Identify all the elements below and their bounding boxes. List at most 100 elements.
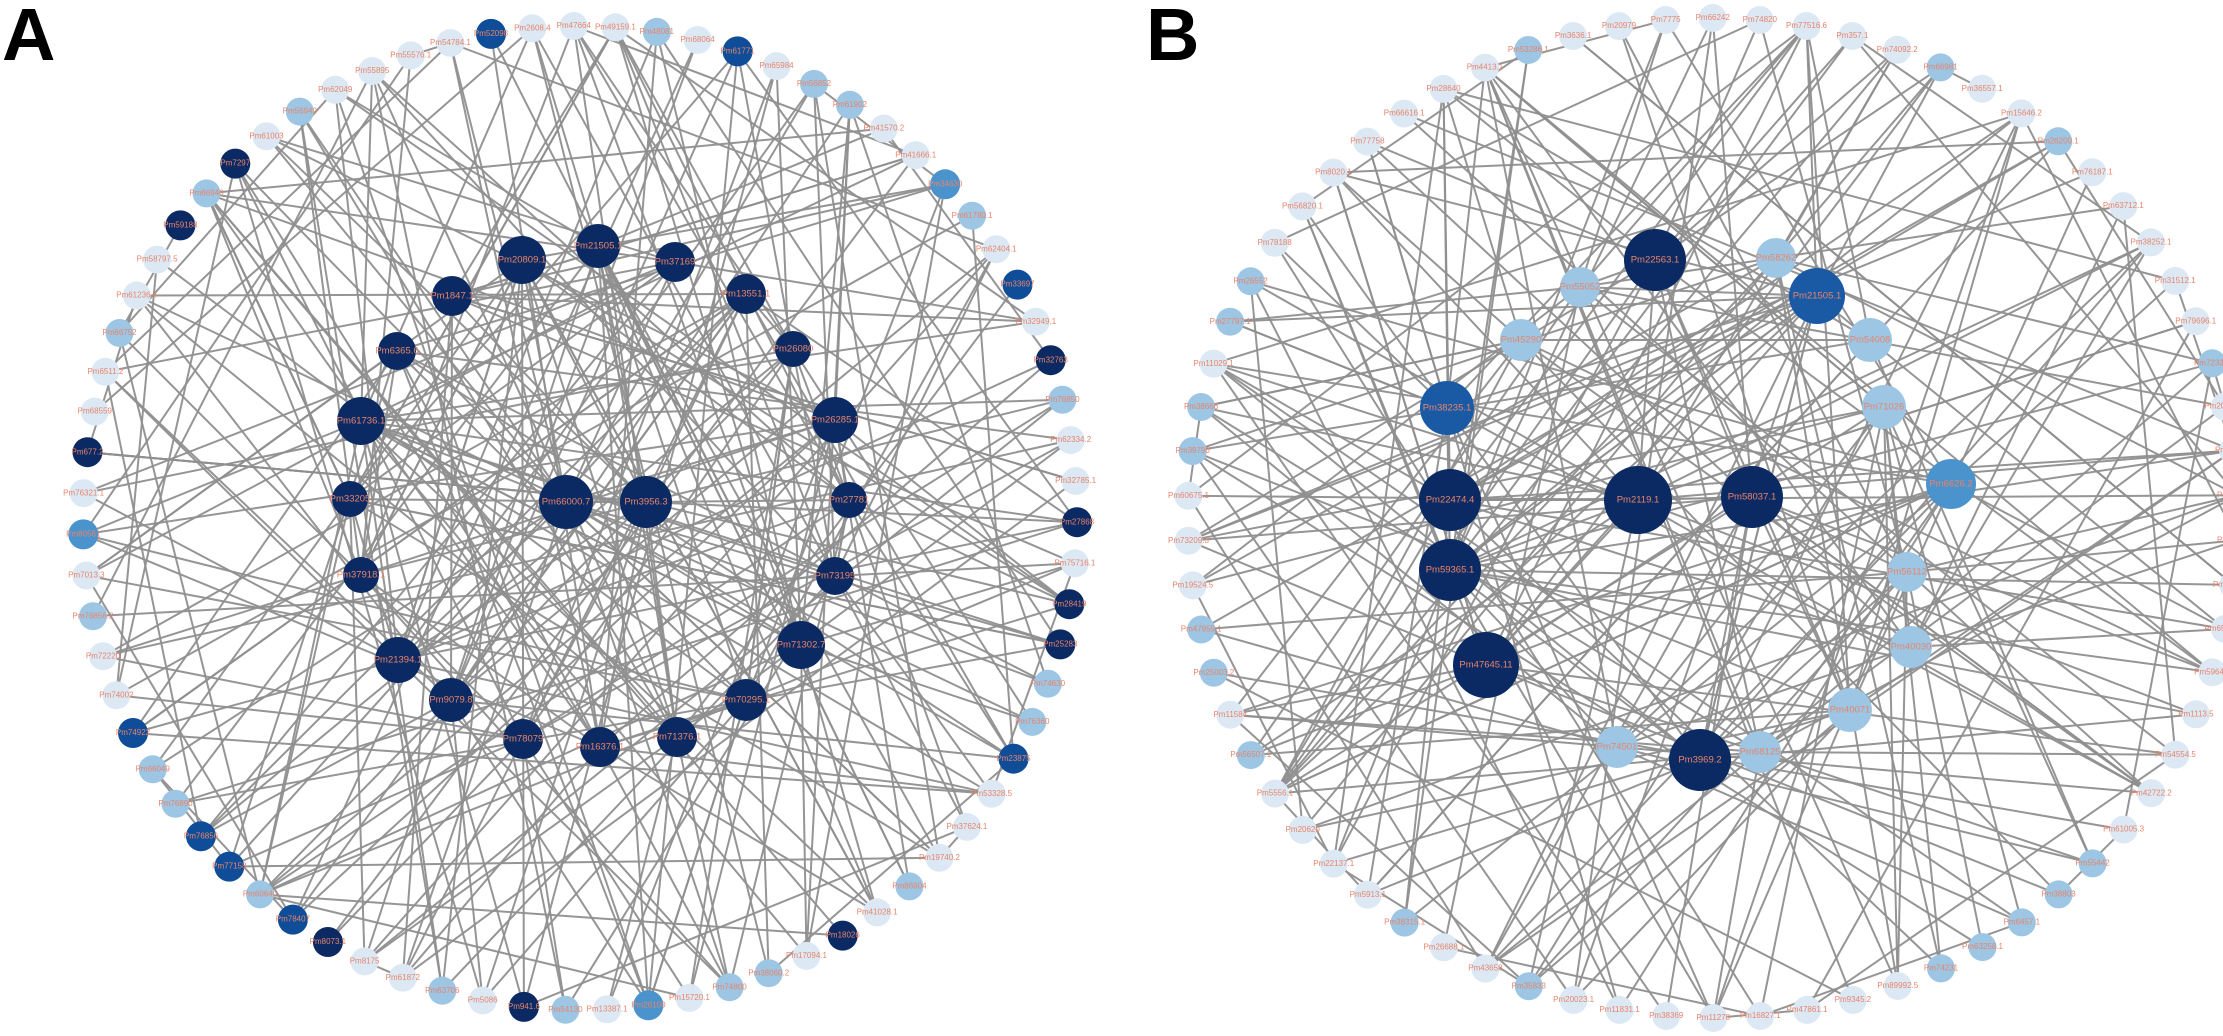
node-label: Pm75716.1 [1054,558,1095,567]
edge [1527,499,1639,987]
edge [397,259,523,661]
edge [1442,88,1522,341]
node-label: Pm26080 [773,344,814,355]
node-circle [1514,36,1543,64]
node-label: Pm13387.1 [587,1004,628,1013]
node-pm89992-5: Pm89992.5 [1877,972,1919,1000]
node-circle [1054,589,1085,620]
node-pm71376-1: Pm71376.1 [653,717,701,757]
node-pm26100: Pm26100 [631,990,666,1021]
node-circle [1471,954,1500,983]
node-pm27868: Pm27868 [1060,507,1095,538]
node-pm74092-2: Pm74092.2 [1877,35,1918,64]
edge [205,193,362,576]
node-circle [1178,437,1207,466]
node-circle [1048,385,1077,414]
node-pm8807-1: Pm8807.1 [2215,441,2223,461]
node-label: Pm71026 [1864,402,1905,413]
node-label: Pm3956.3 [624,497,667,508]
node-circle [79,602,107,631]
node-pm41570-2: Pm41570.2 [863,114,905,143]
node-pm75716-1: Pm75716.1 [1054,549,1096,578]
node-label: Pm38666 [1184,402,1219,411]
edge [371,70,836,577]
node-circle [1178,571,1207,600]
edge [1806,753,2176,1011]
edge [1403,112,2152,794]
node-circle [2210,392,2223,421]
node-pm55895: Pm55895 [355,57,390,86]
edge [360,420,878,914]
edge [1366,141,1448,409]
node-label: Pm68064 [680,35,715,44]
node-label: Pm13551.1 [722,289,771,300]
node-pm74800: Pm74800 [712,973,747,1002]
edge [1485,406,1885,666]
edge [349,50,739,500]
node-circle [1199,658,1228,687]
edge [102,439,1071,658]
node-pm7297: Pm7297 [220,148,251,179]
edge [1449,112,2023,571]
edge [565,501,1049,685]
node-label: Pm34630 [928,179,963,188]
node-circle [1056,426,1085,455]
node-circle [396,41,425,70]
node-pm58797-5: Pm58797.5 [137,245,178,274]
node-pm48081: Pm48081 [640,17,674,46]
node-pm66242: Pm66242 [1696,4,1730,32]
node-circle [1018,707,1047,736]
node-pm21394-1: Pm21394.1 [374,637,422,683]
node-pm66752: Pm66752 [102,319,137,347]
edge [450,248,997,701]
node-pm8020-1: Pm8020.1 [1315,158,1352,187]
edge [1805,25,1871,341]
node-label: Pm76321.1 [63,488,104,497]
node-circle [863,898,892,927]
node-circle [1560,267,1600,307]
node-circle [2181,700,2210,729]
node-label: Pm33697 [1000,280,1035,289]
node-circle [775,331,811,367]
node-label: Pm58262 [1756,253,1797,264]
node-pm32949-1: Pm32949.1 [1015,307,1057,336]
node-circle [432,276,472,316]
node-circle [1669,729,1731,791]
node-circle [1035,345,1066,376]
edge [1446,67,1486,409]
node-circle [1756,238,1796,278]
node-circle [1500,319,1542,361]
edge [1759,362,2213,753]
edge [1213,362,2023,924]
node-label: Pm3636.1 [1555,31,1592,40]
node-pm78188: Pm78188 [1258,228,1292,257]
node-pm66981: Pm66981 [1923,53,1958,82]
edge [234,163,524,740]
edge [1213,112,2022,365]
edge [1367,759,1701,896]
node-circle [1968,933,1997,962]
node-label: Pm78079 [503,734,544,745]
node-pm20620: Pm20620 [1286,815,1320,844]
node-circle [1838,22,1867,50]
node-label: Pm74002 [99,690,134,699]
node-circle [337,397,385,445]
node-pm56820-1: Pm56820.1 [1282,192,1323,221]
node-circle [436,29,465,57]
edge [521,259,878,913]
node-pm32763: Pm32763 [1034,345,1068,376]
node-label: Pm54554.5 [2155,750,2196,759]
edge [136,294,678,738]
node-pm20023-1: Pm20023.1 [1553,986,1595,1014]
node-label: Pm54008 [1850,335,1891,346]
edge [1883,406,2023,923]
edge [1654,35,1854,261]
node-pm38803: Pm38803 [2041,880,2076,909]
panel-letter-a: A [2,0,56,76]
node-pm45290: Pm45290 [1500,319,1542,361]
node-label: Pm24420.1 [2217,535,2223,544]
node-pm66049: Pm66049 [136,755,170,784]
node-circle [332,481,368,517]
node-label: Pm74501 [1597,742,1638,753]
edge [1250,499,1639,756]
